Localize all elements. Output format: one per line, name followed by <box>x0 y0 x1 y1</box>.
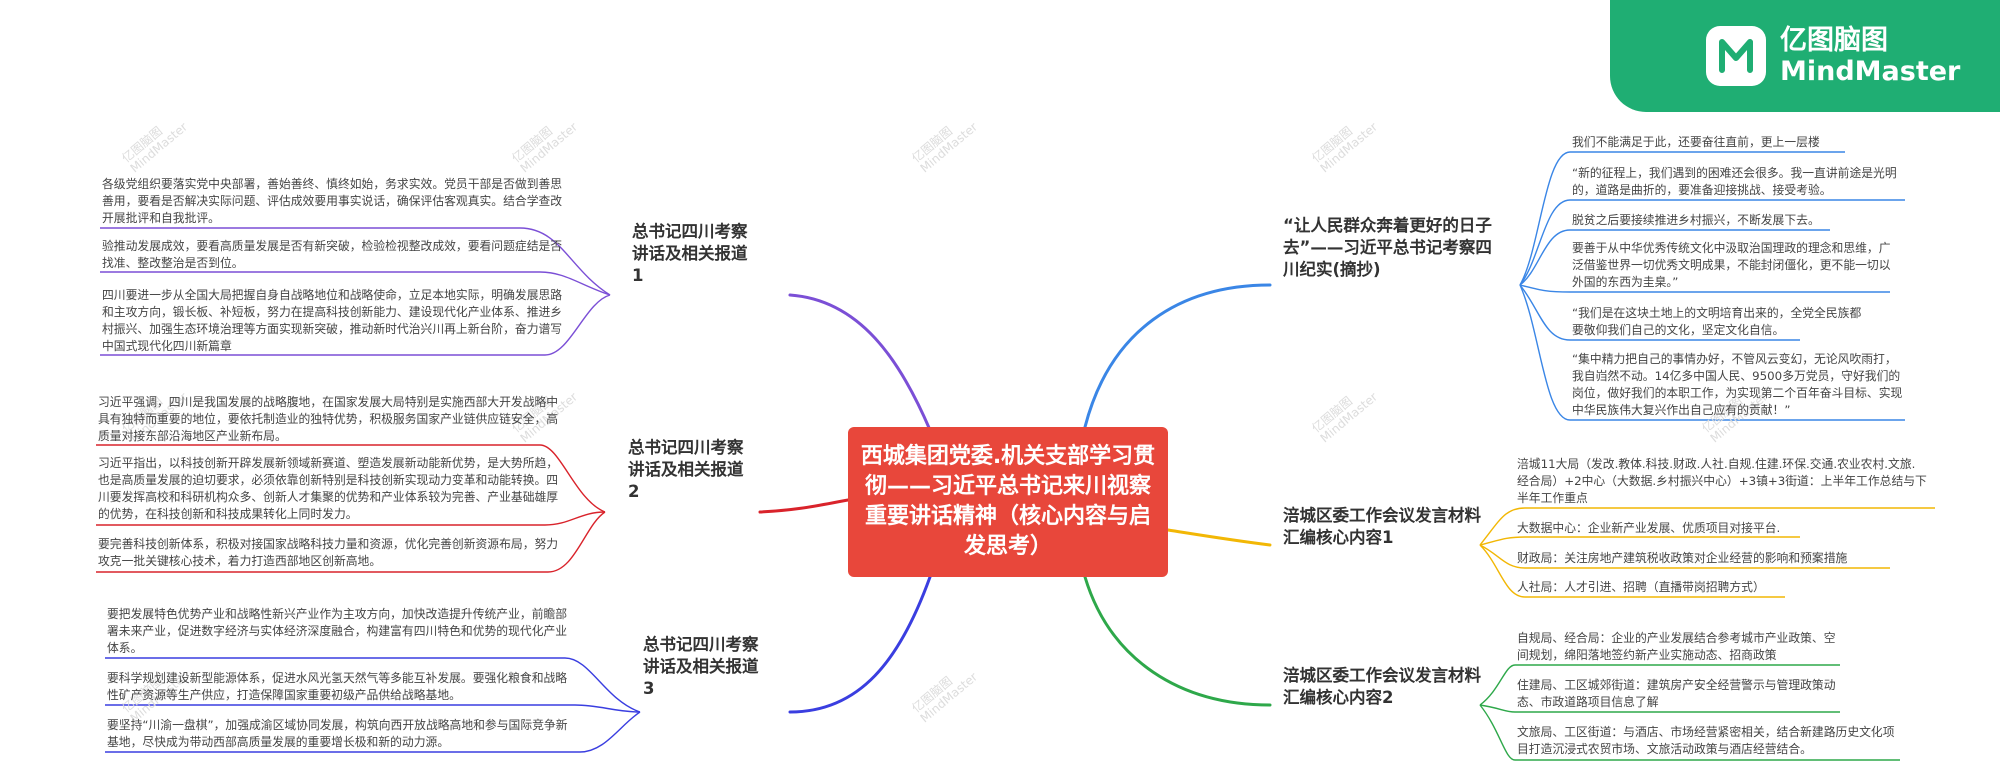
leaf-text[interactable]: 我们不能满足于此，还要奋往直前，更上一层楼 <box>1572 135 1820 149</box>
leaf-text[interactable]: 脱贫之后要接续推进乡村振兴，不断发展下去。 <box>1572 213 1820 227</box>
leaf-text[interactable]: 文旅局、工区街道：与酒店、市场经营紧密相关，结合新建路历史文化项目打造沉浸式农贸… <box>1517 725 1895 756</box>
brand-name-en: MindMaster <box>1780 56 1961 87</box>
branch-topic-4[interactable]: “让人民群众奔着更好的日子去”——习近平总书记考察四川纪实(摘抄) <box>1283 216 1492 279</box>
leaf-text[interactable]: 涪城11大局（发改.教体.科技.财政.人社.自规.住建.环保.交通.农业农村.文… <box>1517 457 1927 505</box>
brand-banner: 亿图脑图 MindMaster <box>1610 0 2000 112</box>
connector-branch-3 <box>788 575 932 714</box>
connector-branch-2 <box>758 498 850 514</box>
central-topic[interactable]: 西城集团党委.机关支部学习贯彻——习近平总书记来川视察重要讲话精神（核心内容与启… <box>848 427 1168 577</box>
leaf-text[interactable]: 自规局、经合局：企业的产业发展结合参考城市产业政策、空间规划，绵阳落地签约新产业… <box>1517 631 1836 662</box>
leaf-text[interactable]: 要完善科技创新体系，积极对接国家战略科技力量和资源，优化完善创新资源布局，努力攻… <box>98 537 559 568</box>
leaf-line-5-2 <box>1479 536 1800 546</box>
branch-topic-5[interactable]: 涪城区委工作会议发言材料汇编核心内容1 <box>1283 506 1481 547</box>
connector-branch-6 <box>1083 575 1272 707</box>
leaf-line-6-2 <box>1479 704 1840 713</box>
leaf-text[interactable]: 要坚持“川渝一盘棋”，加强成渝区域协同发展，构筑向西开放战略高地和参与国际竞争新… <box>107 718 568 749</box>
leaf-text[interactable]: 人社局：人才引进、招聘（直播带岗招聘方式） <box>1517 580 1765 594</box>
brand-name-cn: 亿图脑图 <box>1780 24 1888 56</box>
leaf-text[interactable]: “新的征程上，我们遇到的困难还会很多。我一直讲前途是光明的，道路是曲折的，要准备… <box>1572 166 1897 197</box>
leaf-text[interactable]: 各级党组织要落实党中央部署，善始善终、慎终如始，务求实效。党员干部是否做到善思善… <box>102 177 563 225</box>
leaf-text[interactable]: 要把发展特色优势产业和战略性新兴产业作为主攻方向，加快改造提升传统产业，前瞻部署… <box>107 607 568 655</box>
leaf-line-5-1 <box>1479 507 1935 546</box>
leaf-line-3-2 <box>105 704 641 713</box>
leaf-line-3-3 <box>105 711 641 753</box>
connector-branch-4 <box>1083 283 1272 429</box>
leaf-line-5-3 <box>1479 544 1890 569</box>
branch-topic-6[interactable]: 涪城区委工作会议发言材料汇编核心内容2 <box>1283 666 1481 707</box>
leaf-line-2-3 <box>96 511 606 573</box>
branch-topic-2[interactable]: 总书记四川考察讲话及相关报道2 <box>628 438 744 501</box>
leaf-text[interactable]: “集中精力把自己的事情办好，不管风云变幻，无论风吹雨打，我自岿然不动。14亿多中… <box>1572 352 1903 417</box>
leaf-line-5-4 <box>1479 544 1785 598</box>
branch-topic-1[interactable]: 总书记四川考察讲话及相关报道1 <box>632 222 748 285</box>
leaf-line-4-1 <box>1519 151 1845 286</box>
leaf-line-6-3 <box>1479 704 1900 761</box>
leaf-line-2-2 <box>96 511 606 526</box>
leaf-line-4-2 <box>1519 199 1905 286</box>
leaf-text[interactable]: 要善于从中华优秀传统文化中汲取治国理政的理念和思维，广泛借鉴世界一切优秀文明成果… <box>1572 241 1891 289</box>
leaf-line-4-6 <box>1519 284 1905 421</box>
leaf-text[interactable]: 大数据中心：企业新产业发展、优质项目对接平台. <box>1517 521 1781 535</box>
leaf-text[interactable]: 财政局：关注房地产建筑税收政策对企业经营的影响和预案措施 <box>1517 551 1848 565</box>
leaf-line-4-3 <box>1519 229 1830 286</box>
leaf-line-1-2 <box>100 271 611 296</box>
connector-branch-1 <box>788 293 932 432</box>
leaf-line-4-4 <box>1519 284 1890 293</box>
leaf-text[interactable]: 四川要进一步从全国大局把握自身自战略地位和战略使命，立足本地实际，明确发展思路和… <box>102 288 563 353</box>
leaf-line-2-1 <box>96 444 606 513</box>
connector-branch-5 <box>1166 528 1272 547</box>
leaf-text[interactable]: 习近平强调，四川是我国发展的战略腹地，在国家发展大局特别是实施西部大开发战略中具… <box>98 395 559 443</box>
leaf-line-1-1 <box>100 227 611 296</box>
leaf-text[interactable]: 住建局、工区城郊街道：建筑房产安全经营警示与管理政策动态、市政道路项目信息了解 <box>1517 678 1836 709</box>
leaf-text[interactable]: 习近平指出，以科技创新开辟发展新领域新赛道、塑造发展新动能新优势，是大势所趋，也… <box>98 456 559 521</box>
leaf-text[interactable]: “我们是在这块土地上的文明培育出来的，全党全民族都要敬仰我们自己的文化，坚定文化… <box>1572 306 1862 337</box>
leaf-text[interactable]: 验推动发展成效，要看高质量发展是否有新突破，检验检视整改成效，要看问题症结是否找… <box>102 239 563 270</box>
leaf-line-1-3 <box>100 294 611 356</box>
leaf-line-6-1 <box>1479 664 1840 706</box>
leaf-line-4-5 <box>1519 284 1800 341</box>
branch-topic-3[interactable]: 总书记四川考察讲话及相关报道3 <box>643 635 759 698</box>
mindmaster-logo-icon <box>1706 26 1766 86</box>
leaf-text[interactable]: 要科学规划建设新型能源体系，促进水风光氢天然气等多能互补发展。要强化粮食和战略性… <box>107 671 568 702</box>
leaf-line-3-1 <box>105 657 641 713</box>
